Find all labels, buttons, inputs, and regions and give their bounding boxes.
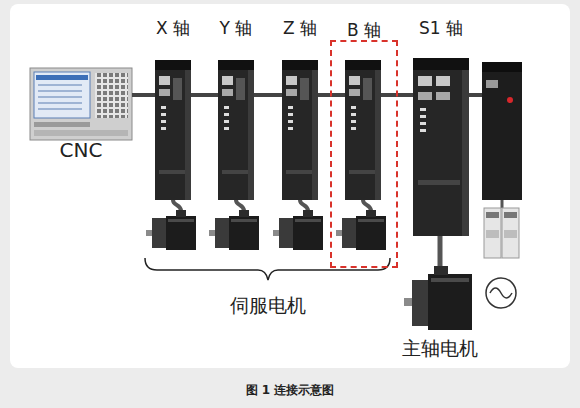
cnc-unit: CNC bbox=[30, 68, 132, 160]
screen-line bbox=[38, 108, 82, 110]
terminal bbox=[504, 212, 517, 218]
bus-cable bbox=[398, 93, 413, 97]
bus-cable bbox=[254, 93, 282, 97]
servo-motor bbox=[273, 210, 323, 250]
servo-drive bbox=[282, 60, 318, 200]
motor-flange bbox=[412, 280, 428, 326]
screen-line bbox=[38, 84, 82, 86]
servo-drive bbox=[218, 60, 254, 200]
motor-cable bbox=[236, 200, 244, 211]
terminal bbox=[486, 212, 499, 218]
drive-cap bbox=[413, 58, 469, 70]
soft-keys bbox=[34, 122, 90, 127]
power-cable bbox=[501, 200, 504, 208]
servo-motor bbox=[146, 210, 196, 250]
ac-source bbox=[486, 278, 516, 308]
screen-line bbox=[38, 96, 82, 98]
terminal bbox=[420, 108, 426, 111]
motor-shaft bbox=[404, 298, 412, 306]
cnc-screen bbox=[34, 72, 90, 118]
servo-drive: X 轴 bbox=[155, 18, 191, 200]
axis-label: X 轴 bbox=[135, 18, 211, 38]
axis-label: S1 轴 bbox=[393, 18, 489, 38]
axis-label: B 轴 bbox=[312, 20, 416, 40]
contactor bbox=[484, 208, 501, 258]
figure-caption: 图 1 连接示意图 bbox=[190, 382, 390, 399]
switch bbox=[486, 230, 499, 238]
servo-motor bbox=[209, 210, 259, 250]
status-led bbox=[507, 97, 513, 103]
motor-body bbox=[428, 274, 472, 330]
connector bbox=[418, 92, 432, 100]
spindle-drive bbox=[413, 58, 469, 236]
servo-drive: Z 轴 bbox=[282, 18, 318, 200]
drive-side bbox=[462, 58, 469, 236]
servo-drive bbox=[155, 60, 191, 200]
axis-label: Z 轴 bbox=[262, 18, 338, 38]
servo-drive: Y 轴 bbox=[218, 18, 254, 200]
switch bbox=[504, 230, 517, 238]
motor-connector bbox=[434, 266, 448, 275]
bus-cable bbox=[318, 93, 330, 97]
button-row bbox=[34, 130, 128, 136]
panel bbox=[10, 4, 570, 368]
bus-line bbox=[469, 93, 482, 97]
group-label: 伺服电机 bbox=[218, 293, 318, 319]
bus-cable bbox=[132, 93, 155, 97]
connector bbox=[486, 80, 498, 88]
motor-cable bbox=[300, 200, 308, 211]
axis-label: CNC bbox=[10, 140, 152, 160]
motor-label: 主轴电机 bbox=[390, 336, 490, 362]
terminal bbox=[420, 122, 426, 125]
screen-line bbox=[38, 102, 82, 104]
servo-drive bbox=[345, 60, 381, 200]
motor-cable bbox=[173, 200, 181, 211]
keypad bbox=[95, 73, 128, 118]
cnc-panel bbox=[30, 68, 132, 140]
connector bbox=[436, 92, 450, 100]
bus-cable bbox=[191, 93, 218, 97]
terminal bbox=[420, 115, 426, 118]
motor-highlight bbox=[431, 278, 469, 282]
axis-label: Y 轴 bbox=[198, 18, 274, 38]
drive-stripe bbox=[418, 180, 460, 185]
connector bbox=[418, 76, 432, 86]
drive-cap bbox=[482, 62, 522, 72]
spindle-drive: S1 轴 bbox=[413, 18, 469, 236]
keypad-keys bbox=[95, 73, 128, 118]
connector bbox=[436, 76, 450, 86]
power-supply bbox=[482, 62, 522, 200]
contactor bbox=[502, 208, 519, 258]
motor-cable bbox=[363, 200, 371, 211]
terminal bbox=[420, 129, 426, 132]
servo-motor bbox=[336, 210, 386, 250]
highlight-box: B 轴 bbox=[330, 40, 398, 268]
screen-line bbox=[38, 90, 82, 92]
ac-wave bbox=[490, 288, 512, 298]
motor-cable bbox=[438, 236, 443, 270]
bracket bbox=[145, 258, 390, 280]
screen-bar bbox=[36, 75, 88, 80]
